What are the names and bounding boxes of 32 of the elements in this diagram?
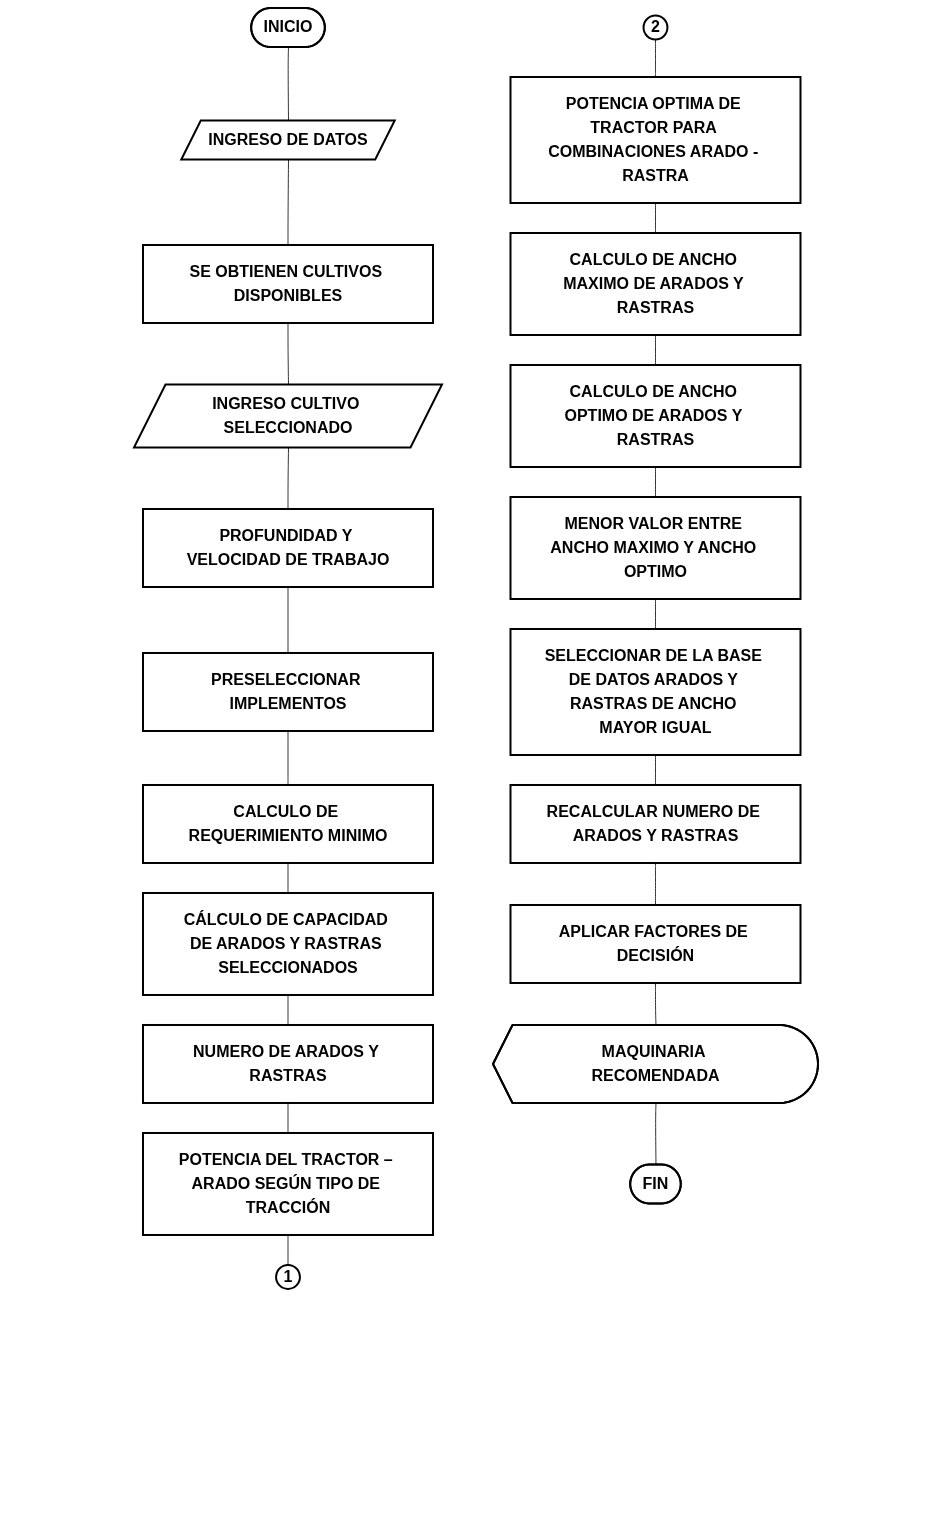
node-box: MENOR VALOR ENTRE ANCHO MAXIMO Y ANCHO OPTIMO	[509, 496, 801, 600]
connector	[654, 334, 656, 366]
connector	[287, 994, 288, 1026]
node-box: PRESELECCIONAR IMPLEMENTOS	[141, 652, 434, 732]
node-box: NUMERO DE ARADOS Y RASTRAS	[141, 1024, 434, 1104]
connector	[654, 466, 656, 498]
node-box: POTENCIA DEL TRACTOR – ARADO SEGÚN TIPO DE TRACCIÓN	[141, 1132, 434, 1236]
connector	[654, 202, 656, 234]
connector	[654, 1103, 656, 1166]
node-box: CÁLCULO DE CAPACIDAD DE ARADOS Y RASTRAS SELECCIONADOS	[141, 892, 434, 996]
node-box: PROFUNDIDAD Y VELOCIDAD DE TRABAJO	[141, 508, 434, 588]
connector	[287, 862, 288, 894]
node-circle: 2	[642, 14, 668, 41]
node-box: CALCULO DE REQUERIMIENTO MINIMO	[141, 784, 434, 864]
connector	[287, 586, 288, 654]
node-box: SELECCIONAR DE LA BASE DE DATOS ARADOS Y RASTRAS DE ANCHO MAYOR IGUAL	[509, 628, 801, 756]
connector	[654, 862, 656, 906]
connector	[287, 1102, 288, 1134]
connector	[654, 598, 656, 630]
node-circle: 1	[274, 1264, 301, 1290]
connector	[287, 447, 289, 510]
connector	[654, 38, 656, 78]
node-box: CALCULO DE ANCHO MAXIMO DE ARADOS Y RASTRAS	[509, 232, 801, 336]
node-box: SE OBTIENEN CULTIVOS DISPONIBLES	[141, 244, 434, 324]
connector	[287, 730, 288, 786]
node-box: APLICAR FACTORES DE DECISIÓN	[509, 904, 801, 984]
node-box: RECALCULAR NUMERO DE ARADOS Y RASTRAS	[509, 784, 801, 864]
node-box: POTENCIA OPTIMA DE TRACTOR PARA COMBINACIONES ARADO - RASTRA	[509, 76, 801, 204]
node-box: CALCULO DE ANCHO OPTIMO DE ARADOS Y RASTRAS	[509, 364, 801, 468]
connector	[287, 159, 289, 246]
connector	[654, 754, 656, 786]
connector	[287, 1234, 288, 1266]
